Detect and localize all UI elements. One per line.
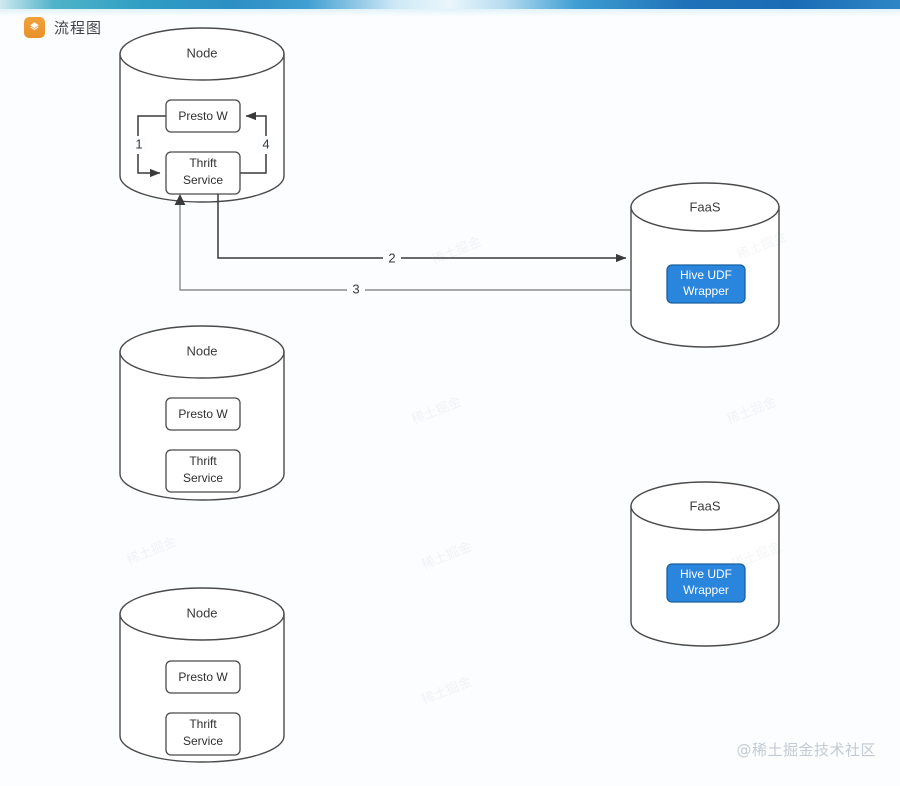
connection-number-4: 4: [262, 136, 269, 151]
faas-cylinder-1: FaaS Hive UDF Wrapper: [630, 182, 780, 348]
juejin-logo-icon: [24, 17, 45, 38]
corner-watermark: @稀土掘金技术社区: [736, 741, 876, 759]
top-gradient-fade: [0, 9, 900, 16]
connection-2-path: [217, 194, 627, 263]
connection-number-3: 3: [352, 281, 359, 296]
node-label-2: Node: [186, 343, 217, 358]
faas-cylinder-2: FaaS Hive UDF Wrapper: [630, 481, 780, 647]
thrift-service-label-1-line1: Thrift: [189, 156, 217, 170]
hive-udf-wrapper-label-1-line1: Hive UDF: [680, 268, 732, 282]
node-cylinder-2: Node Presto W Thrift Service: [119, 325, 285, 501]
connection-3-arrowhead: [174, 194, 186, 205]
page-title: 流程图: [54, 19, 103, 37]
hive-udf-wrapper-label-2-line2: Wrapper: [683, 583, 729, 597]
node-cylinder-3: Node Presto W Thrift Service: [119, 587, 285, 763]
node-label-3: Node: [186, 605, 217, 620]
faas-label-2: FaaS: [689, 498, 720, 513]
connection-number-1: 1: [135, 136, 142, 151]
page-header: 流程图: [24, 17, 102, 38]
top-gradient-bar: [0, 0, 900, 9]
connection-3-path: [179, 205, 632, 291]
connection-number-2: 2: [388, 250, 395, 265]
node-cylinder-1: Node Presto W Thrift Service 1 4: [119, 27, 285, 203]
presto-w-label-1: Presto W: [178, 109, 228, 123]
hive-udf-wrapper-label-2-line1: Hive UDF: [680, 567, 732, 581]
thrift-service-label-1-line2: Service: [183, 173, 223, 187]
hive-udf-wrapper-label-1-line2: Wrapper: [683, 284, 729, 298]
thrift-service-label-2-line2: Service: [183, 471, 223, 485]
faas-label-1: FaaS: [689, 199, 720, 214]
presto-w-label-2: Presto W: [178, 407, 228, 421]
node-label-1: Node: [186, 45, 217, 60]
thrift-service-label-2-line1: Thrift: [189, 454, 217, 468]
thrift-service-label-3-line2: Service: [183, 734, 223, 748]
presto-w-label-3: Presto W: [178, 670, 228, 684]
thrift-service-label-3-line1: Thrift: [189, 717, 217, 731]
